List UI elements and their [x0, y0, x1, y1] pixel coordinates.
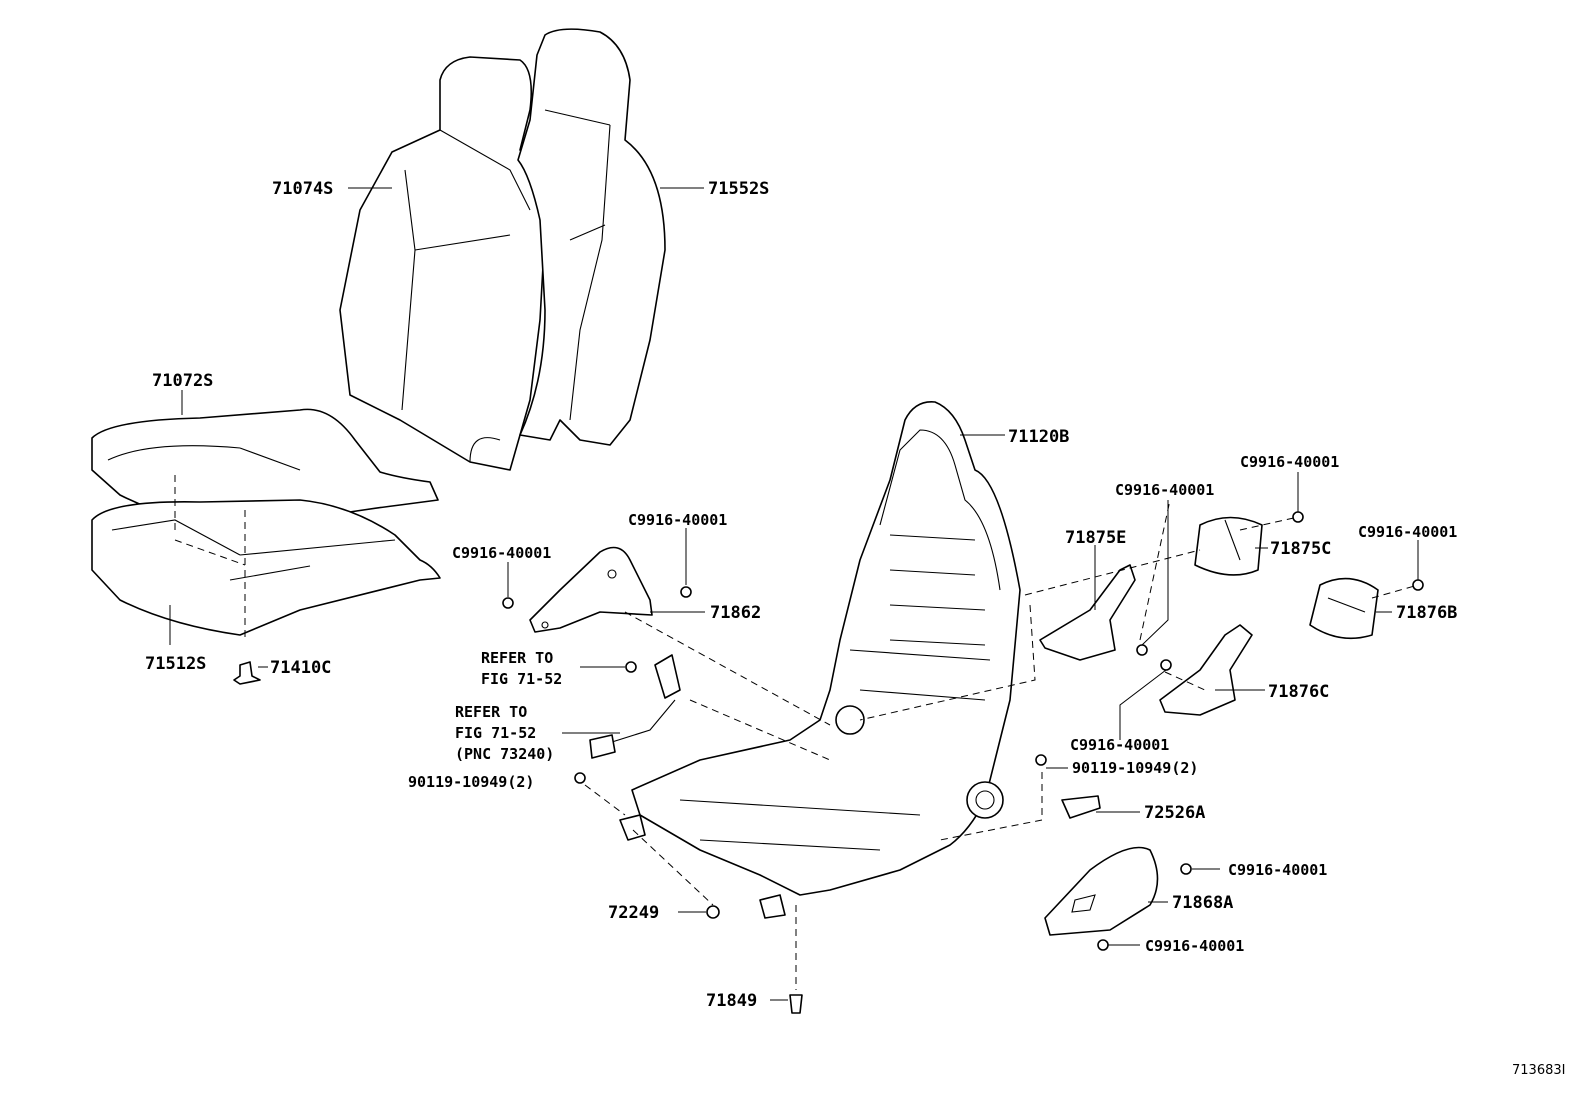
label-refer-1-line2: FIG 71-52: [481, 670, 562, 688]
label-72249: 72249: [608, 903, 659, 923]
recliner-cover-part[interactable]: [1194, 516, 1263, 576]
seatback-pad-part[interactable]: [517, 28, 666, 446]
label-refer-2-line2: FIG 71-52: [455, 724, 536, 742]
recliner-cover-b-part[interactable]: [1309, 577, 1379, 640]
cushion-pad-part[interactable]: [91, 475, 441, 640]
label-71875c: 71875C: [1270, 539, 1331, 559]
leader-lines: [169, 187, 1419, 1001]
label-71876c: 71876C: [1268, 682, 1329, 702]
label-c9916-cover-b: C9916-40001: [1358, 523, 1457, 541]
figure-id: 713683I: [1512, 1063, 1565, 1078]
belt-buckle-part[interactable]: [589, 654, 681, 759]
label-c9916-shield-bottom: C9916-40001: [1145, 937, 1244, 955]
label-71875e: 71875E: [1065, 528, 1126, 548]
label-71512s: 71512S: [145, 654, 206, 674]
label-c9916-cover-c: C9916-40001: [1240, 453, 1339, 471]
side-bracket-part[interactable]: [1039, 564, 1136, 661]
side-bracket-c-part[interactable]: [1159, 624, 1253, 716]
seatback-cover-part[interactable]: [339, 56, 546, 471]
label-refer-1-line1: REFER TO: [481, 649, 553, 667]
label-71410c: 71410C: [270, 658, 331, 678]
label-71876b: 71876B: [1396, 603, 1457, 623]
label-c9916-side-bracket: C9916-40001: [1115, 481, 1214, 499]
label-72526a: 72526A: [1144, 803, 1205, 823]
shield-cover-part[interactable]: [1044, 846, 1159, 936]
knob-part[interactable]: [1061, 795, 1101, 819]
label-71552s: 71552S: [708, 179, 769, 199]
label-71120b: 71120B: [1008, 427, 1069, 447]
fasteners: [502, 511, 1424, 1014]
label-refer-2-line3: (PNC 73240): [455, 745, 554, 763]
label-71849: 71849: [706, 991, 757, 1011]
label-c9916-bracket-c: C9916-40001: [1070, 736, 1169, 754]
label-71072s: 71072S: [152, 371, 213, 391]
label-71862: 71862: [710, 603, 761, 623]
clip-part[interactable]: [233, 661, 261, 685]
label-bolt-left: 90119-10949(2): [408, 773, 534, 791]
label-refer-2-line1: REFER TO: [455, 703, 527, 721]
label-c9916-bracket-top: C9916-40001: [628, 511, 727, 529]
bracket-part[interactable]: [529, 546, 653, 633]
label-c9916-shield-top: C9916-40001: [1228, 861, 1327, 879]
assembly-lines: [584, 499, 1419, 990]
label-71868a: 71868A: [1172, 893, 1233, 913]
label-71074s: 71074S: [272, 179, 333, 199]
seat-frame-part[interactable]: [631, 401, 1021, 896]
label-bolt-right: 90119-10949(2): [1072, 759, 1198, 777]
label-c9916-bracket-left: C9916-40001: [452, 544, 551, 562]
